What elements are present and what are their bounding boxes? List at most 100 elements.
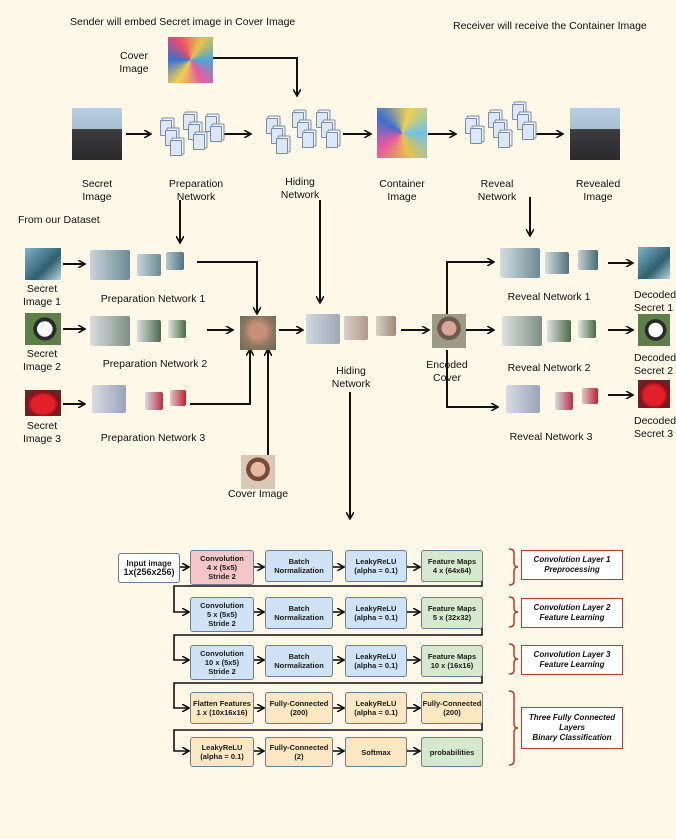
- receiver-caption: Receiver will receive the Container Imag…: [453, 20, 647, 32]
- sender-caption: Sender will embed Secret image in Cover …: [70, 16, 296, 28]
- revealed-image-thumbnail: [570, 108, 620, 160]
- cnn-box-line: Fully-Connected: [422, 699, 482, 708]
- cnn-row5-box2: Fully-Connected(2): [265, 737, 333, 767]
- preparation-network-label: Preparation Network: [168, 178, 224, 203]
- cnn-box-line: 4 x (5x5): [206, 563, 238, 572]
- decoded-secret-1-label: Decoded Secret 1: [634, 289, 676, 314]
- cnn-label-line: Layers: [559, 723, 585, 732]
- cnn-box-line: Stride 2: [208, 572, 236, 581]
- reveal-network-2-label: Reveal Network 2: [507, 362, 591, 374]
- cnn-box-line: 5 x (32x32): [432, 613, 472, 622]
- decoded-secret-3-thumbnail: [638, 380, 670, 408]
- cnn-box-line: LeakyReLU: [355, 557, 397, 566]
- dataset-caption: From our Dataset: [18, 214, 100, 226]
- cnn-box-line: (200): [443, 708, 461, 717]
- cnn-box-line: Fully-Connected: [269, 743, 329, 752]
- secret-image-1-label: Secret Image 1: [23, 283, 61, 308]
- cnn-box-line: 1 x (10x16x16): [196, 708, 248, 717]
- cnn-box-line: Normalization: [274, 661, 324, 670]
- cnn-box-line: (alpha = 0.1): [354, 661, 398, 670]
- secret-image-2-thumbnail: [25, 313, 61, 345]
- reveal-network-1-label: Reveal Network 1: [507, 291, 591, 303]
- cnn-label-line: Feature Learning: [539, 613, 605, 622]
- cnn-box-line: Flatten Features: [193, 699, 251, 708]
- preparation-network-2-label: Preparation Network 2: [102, 358, 208, 370]
- cnn-box-line: probabilities: [429, 747, 475, 757]
- cover-image-small-label: Cover Image: [227, 488, 289, 500]
- cnn-label-line: Preprocessing: [544, 565, 600, 574]
- cnn-label-line: Convolution Layer 1: [533, 555, 611, 564]
- secret-image-1-thumbnail: [25, 248, 61, 280]
- cnn-box-line: Fully-Connected: [269, 699, 329, 708]
- cnn-box-line: Feature Maps: [427, 604, 477, 613]
- cnn-box-line: 10 x (5x5): [204, 658, 240, 667]
- preparation-network-3-label: Preparation Network 3: [100, 432, 206, 444]
- cnn-box-line: Softmax: [361, 747, 391, 757]
- decoded-secret-2-label: Decoded Secret 2: [634, 352, 676, 377]
- cnn-box-line: Batch: [288, 652, 310, 661]
- cnn-box-line: Stride 2: [208, 667, 236, 676]
- cover-image-label: Cover Image: [119, 50, 149, 75]
- revealed-image-label: Revealed Image: [575, 178, 621, 203]
- cnn-row1-box3: LeakyReLU(alpha = 0.1): [345, 550, 407, 582]
- cnn-row3-box3: LeakyReLU(alpha = 0.1): [345, 645, 407, 677]
- cnn-box-line: Normalization: [274, 566, 324, 575]
- container-image-label: Container Image: [379, 178, 425, 203]
- hiding-network-middle-label: Hiding Network: [331, 365, 371, 390]
- cnn-box-line: (alpha = 0.1): [200, 752, 244, 761]
- cnn-box-line: Normalization: [274, 613, 324, 622]
- decoded-secret-3-label: Decoded Secret 3: [634, 415, 676, 440]
- secret-image-3-label: Secret Image 3: [23, 420, 61, 445]
- cnn-row4-box3: LeakyReLU(alpha = 0.1): [345, 692, 407, 724]
- container-image-thumbnail: [377, 108, 427, 158]
- cnn-box-line: Batch: [288, 557, 310, 566]
- cnn-box-line: Feature Maps: [427, 652, 477, 661]
- preparation-network-1-label: Preparation Network 1: [100, 293, 206, 305]
- cnn-box-line: Convolution: [200, 601, 244, 610]
- cnn-row4-box4: Fully-Connected(200): [421, 692, 483, 724]
- cnn-box-line: LeakyReLU: [355, 652, 397, 661]
- cnn-label-line: Convolution Layer 2: [533, 603, 611, 612]
- cnn-label-line: Three Fully Connected: [528, 713, 616, 722]
- secret-image-label: Secret Image: [81, 178, 113, 203]
- cnn-row2-box3: LeakyReLU(alpha = 0.1): [345, 597, 407, 629]
- cnn-box-line: Stride 2: [208, 619, 236, 628]
- cover-image-small-thumbnail: [241, 455, 275, 489]
- cnn-row5-box1: LeakyReLU(alpha = 0.1): [190, 737, 254, 767]
- hiding-network-label: Hiding Network: [280, 176, 320, 201]
- cnn-row4-box2: Fully-Connected(200): [265, 692, 333, 724]
- cnn-box-line: LeakyReLU: [355, 604, 397, 613]
- cnn-box-line: 4 x (64x64): [432, 566, 472, 575]
- secret-image-thumbnail: [72, 108, 122, 160]
- cnn-box-line: Convolution: [200, 554, 244, 563]
- cnn-box-line: (alpha = 0.1): [354, 613, 398, 622]
- cnn-box-line: 10 x (16x16): [430, 661, 474, 670]
- cnn-row5-box4: probabilities: [421, 737, 483, 767]
- cnn-box-line: (2): [294, 752, 304, 761]
- cnn-input-title: Input image: [126, 559, 172, 568]
- cnn-input-shape: 1x(256x256): [123, 567, 175, 577]
- cnn-label-line: Binary Classification: [532, 733, 612, 742]
- secret-image-2-label: Secret Image 2: [23, 348, 61, 373]
- cnn-box-line: Convolution: [200, 649, 244, 658]
- decoded-secret-2-thumbnail: [638, 314, 670, 346]
- cnn-box-line: (alpha = 0.1): [354, 708, 398, 717]
- cnn-row5-box3: Softmax: [345, 737, 407, 767]
- secret-image-3-thumbnail: [25, 390, 61, 416]
- cnn-input-box: Input image 1x(256x256): [118, 553, 180, 583]
- reveal-network-label: Reveal Network: [477, 178, 517, 203]
- cnn-box-line: (alpha = 0.1): [354, 566, 398, 575]
